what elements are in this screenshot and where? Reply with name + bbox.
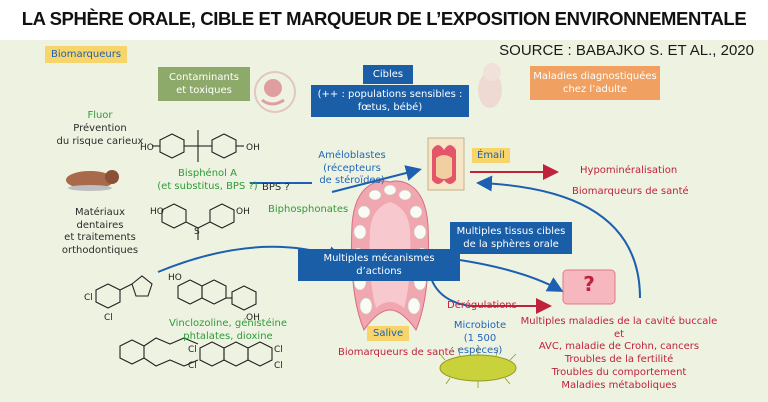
contaminants-box: Contaminants et toxiques bbox=[158, 67, 250, 101]
materiaux-line-4: orthodontiques bbox=[61, 244, 139, 256]
maladies-adulte-box: Maladies diagnostiquées chez l’adulte bbox=[530, 66, 660, 100]
mecanismes-arrow-out bbox=[445, 257, 564, 292]
svg-text:OH: OH bbox=[246, 313, 260, 323]
svg-text:Cl: Cl bbox=[188, 345, 197, 355]
ameloblastes-line-3: de stéroïdes) bbox=[319, 175, 385, 186]
cibles-detail-box: (++ : populations sensibles : fœtus, béb… bbox=[311, 85, 469, 117]
ameloblastes-line-2: (récepteurs bbox=[323, 162, 381, 174]
biomarqueurs-tag: Biomarqueurs bbox=[45, 46, 128, 63]
biomarqueurs-sante-1: Biomarqueurs de santé bbox=[572, 186, 689, 197]
cibles-detail-line-1: (++ : populations sensibles : bbox=[317, 89, 463, 100]
ameloblastes-label: Améloblastes (récepteurs de stéroïdes) bbox=[310, 150, 394, 188]
baby-illustration bbox=[478, 63, 502, 108]
bisphenol-label: Bisphénol A (et substitus, BPS ?) bbox=[150, 168, 265, 193]
prevention-label: Prévention du risque carieux bbox=[50, 123, 150, 148]
fetus-illustration bbox=[254, 71, 296, 113]
hypomineralisation-label: Hypominéralisation bbox=[580, 165, 678, 176]
svg-text:OH: OH bbox=[246, 143, 260, 153]
microbiote-line-2: (1 500 espèces) bbox=[457, 332, 503, 357]
materiaux-line-2: dentaires bbox=[76, 219, 124, 231]
feedback-arrow bbox=[476, 175, 641, 299]
tissus-cibles-line-2: de la sphères orale bbox=[463, 239, 559, 250]
microbiote-label: Microbiote (1 500 espèces) bbox=[440, 320, 520, 358]
vinclozoline-label: Vinclozoline, génistéine phtalates, diox… bbox=[168, 318, 288, 343]
page-title: LA SPHÈRE ORALE, CIBLE ET MARQUEUR DE L’… bbox=[21, 8, 747, 29]
fluor-label: Fluor bbox=[87, 110, 113, 121]
vinclozoline-line-2: phtalates, dioxine bbox=[183, 330, 273, 342]
materiaux-line-3: et traitements bbox=[64, 232, 136, 243]
prevention-line-1: Prévention bbox=[73, 123, 127, 134]
email-tag: Émail bbox=[472, 148, 510, 163]
svg-text:HO: HO bbox=[150, 207, 164, 217]
maladies-item-2: et bbox=[613, 328, 625, 340]
biphosphonates-label: Biphosphonates bbox=[268, 204, 349, 215]
genistein-molecule bbox=[177, 279, 257, 311]
vinclozoline-molecule bbox=[95, 275, 153, 309]
maladies-list: Multiples maladies de la cavité buccale … bbox=[520, 316, 718, 392]
prevention-line-2: du risque carieux bbox=[56, 135, 144, 147]
dioxin-molecule bbox=[199, 341, 273, 367]
materiaux-line-1: Matériaux bbox=[74, 207, 126, 218]
source-credit: SOURCE : BABAJKO S. ET AL., 2020 bbox=[499, 42, 754, 59]
svg-text:HO: HO bbox=[140, 143, 154, 153]
cibles-box: Cibles bbox=[363, 65, 413, 84]
maladies-item-4: Troubles de la fertilité bbox=[564, 354, 674, 366]
tooth-illustration bbox=[427, 137, 465, 191]
svg-text:Cl: Cl bbox=[274, 345, 283, 355]
contaminants-line-2: et toxiques bbox=[176, 85, 232, 96]
tissus-cibles-box: Multiples tissus cibles de la sphères or… bbox=[450, 222, 572, 254]
contaminants-line-1: Contaminants bbox=[169, 72, 239, 83]
maladies-item-1: Multiples maladies de la cavité buccale bbox=[520, 316, 718, 327]
ameloblastes-line-1: Améloblastes bbox=[318, 150, 386, 161]
svg-text:S: S bbox=[194, 227, 200, 237]
tissus-cibles-line-1: Multiples tissus cibles bbox=[456, 226, 566, 237]
maladies-adulte-line-1: Maladies diagnostiquées bbox=[533, 71, 657, 82]
svg-text:Cl: Cl bbox=[188, 361, 197, 371]
vinclozoline-line-1: Vinclozoline, génistéine bbox=[168, 318, 288, 329]
maladies-adulte-line-2: chez l’adulte bbox=[562, 84, 628, 95]
ameloblastes-arrow bbox=[331, 165, 422, 193]
cibles-detail-line-2: fœtus, bébé) bbox=[357, 102, 423, 113]
maladies-item-5: Troubles du comportement bbox=[551, 366, 687, 378]
microbiote-line-1: Microbiote bbox=[453, 320, 507, 331]
svg-text:OH: OH bbox=[236, 207, 250, 217]
svg-text:Cl: Cl bbox=[274, 361, 283, 371]
phthalate-molecule bbox=[119, 337, 199, 367]
bisphenol-s-molecule bbox=[161, 203, 235, 240]
bisphenol-line-1: Bisphénol A bbox=[178, 168, 237, 179]
materiaux-label: Matériaux dentaires et traitements ortho… bbox=[50, 207, 150, 257]
svg-text:Cl: Cl bbox=[104, 313, 113, 323]
question-mark: ? bbox=[583, 272, 595, 296]
biomarqueurs-sante-2: Biomarqueurs de santé bbox=[338, 347, 455, 358]
mecanismes-box: Multiples mécanismes d’actions bbox=[298, 249, 460, 281]
bisphenol-line-2: (et substitus, BPS ?) bbox=[157, 180, 258, 192]
microbiote-illustration bbox=[439, 347, 517, 388]
deregulations-label: Dérégulations bbox=[447, 300, 517, 311]
svg-text:Cl: Cl bbox=[84, 293, 93, 303]
maladies-item-6: Maladies métaboliques bbox=[561, 379, 677, 391]
bisphenol-a-molecule bbox=[152, 130, 244, 162]
salive-tag: Salive bbox=[367, 326, 410, 341]
dog-illustration bbox=[66, 170, 119, 191]
maladies-item-3: AVC, maladie de Crohn, cancers bbox=[538, 341, 700, 353]
bps-label: BPS ? bbox=[262, 182, 290, 193]
svg-text:HO: HO bbox=[168, 273, 182, 283]
